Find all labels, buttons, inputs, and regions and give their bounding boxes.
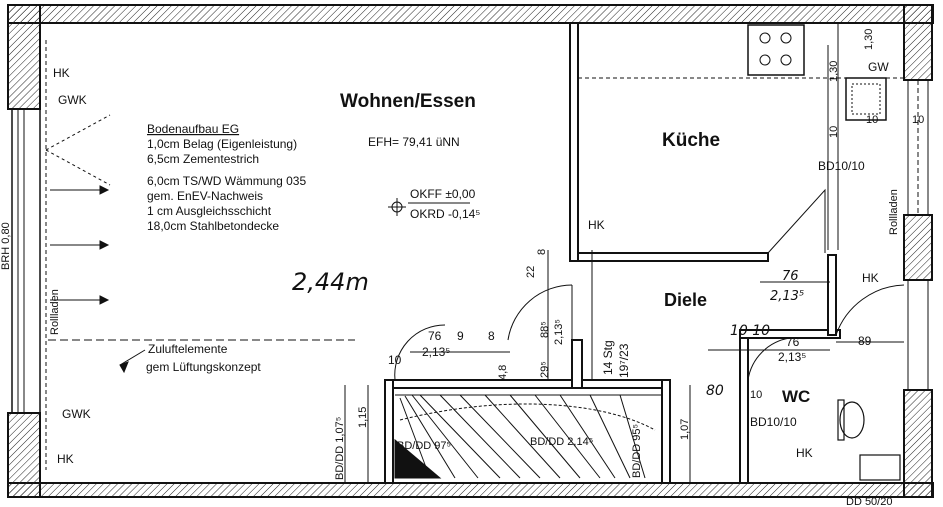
dim-107: 1,07 bbox=[679, 419, 691, 440]
dim-22: 22 bbox=[525, 266, 537, 278]
wall-stair-left bbox=[384, 379, 394, 484]
rollladen-right: Rollladen bbox=[888, 189, 900, 235]
rollladen-left: Rollladen bbox=[49, 289, 61, 335]
dim-130: 1,30 bbox=[828, 61, 840, 82]
dim-213: 2,13⁵ bbox=[422, 345, 450, 359]
dim-885: 88⁵ bbox=[539, 321, 551, 338]
door-kitchen bbox=[767, 188, 826, 254]
dim-76-hall: 76 bbox=[786, 335, 800, 349]
room-kitchen-label: Küche bbox=[662, 130, 720, 151]
room-hall-label: Diele bbox=[664, 290, 707, 310]
dim-213-hand: 2,13⁵ bbox=[770, 289, 804, 304]
gwk-label: GWK bbox=[62, 407, 91, 421]
toilet bbox=[839, 401, 865, 439]
left-wall-bottom bbox=[7, 412, 41, 498]
dim-130-right: 1,30 bbox=[863, 29, 875, 50]
floor-buildup-line: 1,0cm Belag (Eigenleistung) bbox=[147, 137, 297, 151]
wall-stair-top bbox=[384, 379, 671, 389]
bd-1010-kitchen: BD10/10 bbox=[818, 159, 865, 173]
wall-kitchen-hall bbox=[577, 252, 769, 262]
wc-fixtures bbox=[837, 399, 901, 481]
level-marker bbox=[388, 198, 470, 216]
dim-10: 10 bbox=[388, 353, 402, 367]
gwk-label: GWK bbox=[58, 93, 87, 107]
floor-buildup-line: 1 cm Ausgleichsschicht bbox=[147, 204, 272, 218]
ventilation-note: gem Lüftungskonzept bbox=[146, 360, 261, 374]
bd-dd-1075: BD/DD 1,07⁵ bbox=[334, 417, 346, 480]
floor-buildup-line: 6,5cm Zementestrich bbox=[147, 152, 259, 166]
stairs-count: 14 Stg bbox=[601, 340, 615, 375]
staircase bbox=[394, 394, 662, 479]
floor-buildup-title: Bodenaufbau EG bbox=[147, 122, 239, 136]
hk-label: HK bbox=[53, 66, 70, 80]
hk-label: HK bbox=[57, 452, 74, 466]
walls bbox=[7, 4, 934, 498]
hk-label: HK bbox=[588, 218, 605, 232]
wall-hall-right bbox=[827, 254, 837, 336]
door-right bbox=[835, 284, 905, 336]
hk-label: HK bbox=[796, 446, 813, 460]
bd-1010-wc: BD10/10 bbox=[750, 415, 797, 429]
left-wall-top bbox=[7, 4, 41, 110]
dim-115: 1,15 bbox=[357, 407, 369, 428]
dim-80-hand: 80 bbox=[706, 383, 724, 399]
right-wall-mid bbox=[903, 214, 933, 281]
door-wc bbox=[747, 337, 791, 381]
door-stair bbox=[394, 324, 446, 381]
dim-10-wc: 10 bbox=[750, 389, 762, 401]
sink bbox=[845, 77, 887, 121]
dim-10: 10 bbox=[866, 114, 878, 126]
okrd-level: OKRD -0,14⁵ bbox=[410, 207, 480, 221]
gw-label: GW bbox=[868, 60, 889, 74]
top-wall bbox=[7, 4, 934, 24]
stairs-ratio: 19⁷/23 bbox=[617, 343, 631, 378]
dim-76-hand: 76 bbox=[782, 269, 799, 284]
dimension-lines bbox=[344, 45, 904, 483]
wc-basin bbox=[859, 454, 901, 481]
wall-wc-left bbox=[739, 329, 749, 484]
dim-89: 89 bbox=[858, 334, 872, 348]
dim-8: 8 bbox=[488, 329, 495, 343]
kitchen-counter bbox=[578, 23, 904, 250]
floor-buildup-line: 6,0cm TS/WD Wämmung 035 bbox=[147, 174, 306, 188]
stair-solid-fill bbox=[394, 438, 442, 479]
dim-293: 29⁵ bbox=[539, 361, 551, 378]
stair-landing-block bbox=[571, 339, 583, 389]
wall-stair-right bbox=[661, 379, 671, 484]
bd-dd-95: BD/DD 95⁵ bbox=[631, 424, 643, 478]
dim-10: 10 bbox=[828, 126, 840, 138]
okff-level: OKFF ±0,00 bbox=[410, 187, 476, 201]
arrows bbox=[45, 114, 355, 374]
dim-10: 10 bbox=[912, 114, 924, 126]
dim-213-vert: 2,13⁵ bbox=[553, 319, 565, 345]
dim-1010-hand: 10 10 bbox=[730, 323, 770, 339]
floor-buildup-line: gem. EnEV-Nachweis bbox=[147, 189, 263, 203]
room-wc-label: WC bbox=[782, 387, 810, 406]
dd-5020: DD 50/20 bbox=[846, 496, 892, 507]
right-windows bbox=[907, 80, 929, 390]
ventilation-note: Zuluftelemente bbox=[148, 342, 228, 356]
right-wall-bottom bbox=[903, 389, 933, 498]
bottom-wall bbox=[7, 482, 934, 498]
right-wall-top bbox=[903, 4, 933, 81]
cooktop bbox=[747, 24, 805, 76]
room-living-label: Wohnen/Essen bbox=[340, 91, 476, 112]
door-hall-living bbox=[507, 284, 573, 341]
doors bbox=[394, 188, 905, 381]
dim-76: 76 bbox=[428, 329, 442, 343]
floor-buildup-line: 18,0cm Stahlbetondecke bbox=[147, 219, 279, 233]
bd-dd-97: BD/DD 97⁵ bbox=[397, 440, 451, 452]
efh-level: EFH= 79,41 üNN bbox=[368, 135, 460, 149]
left-window bbox=[11, 40, 47, 470]
brh-label: BRH 0,80 bbox=[0, 222, 12, 270]
dim-213-hall: 2,13⁵ bbox=[778, 350, 806, 364]
wall-living-kitchen bbox=[569, 22, 579, 262]
room-height: 2,44m bbox=[292, 268, 369, 296]
dim-8: 8 bbox=[536, 249, 548, 255]
dim-48: 4,8 bbox=[497, 365, 509, 380]
dim-9: 9 bbox=[457, 329, 464, 343]
hk-label: HK bbox=[862, 271, 879, 285]
bd-dd-214: BD/DD 2,14⁵ bbox=[530, 436, 593, 448]
